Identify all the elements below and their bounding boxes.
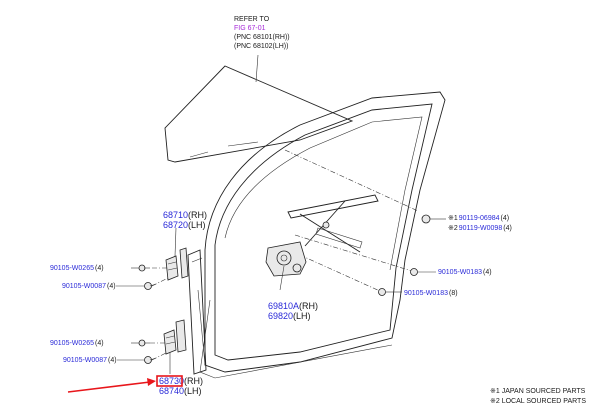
right-bolt-labels: ※190119-06984(4) ※290119-W0098(4) 90105-… [404,215,512,297]
bolt-icon [144,356,157,364]
refer-to-note: REFER TO FIG 67-01 (PNC 68101(RH)) (PNC … [234,16,290,50]
bolt-qty: (4) [501,215,510,222]
bolt-qty: (8) [449,290,458,297]
bolt-qty: (4) [95,340,104,347]
lh-suffix: (LH) [293,311,311,321]
svg-text:68740(LH): 68740(LH) [159,386,202,396]
mark-2: ※2 [448,225,458,232]
bolt-icon [138,264,150,272]
part-number-69820[interactable]: 69820 [268,311,293,321]
svg-text:90105-W0265(4): 90105-W0265(4) [50,265,104,272]
lower-hinge-label: 68730(RH) 68740(LH) [159,376,203,396]
bolt-icons [138,214,431,364]
red-arrow-icon [67,378,156,393]
refer-pnc-lh: (PNC 68102(LH)) [234,43,288,50]
hinge-pillar [187,249,207,375]
upper-hinge [165,247,189,281]
mark-1: ※1 [448,215,458,222]
bolt-part-upper-right-1[interactable]: 90119-06984 [459,215,500,222]
bolt-part-left-2[interactable]: 90105-W0087 [62,283,106,290]
bolt-part-right-mid[interactable]: 90105-W0183 [438,269,482,276]
svg-text:90105-W0265(4): 90105-W0265(4) [50,340,104,347]
glass-leader [255,54,259,83]
regulator-label: 69810A(RH) 69820(LH) [268,301,318,321]
refer-pnc-rh: (PNC 68101(RH)) [234,34,290,41]
bolt-qty: (4) [483,269,492,276]
rh-suffix: (RH) [299,301,318,311]
svg-text:90105-W0087(4): 90105-W0087(4) [62,283,116,290]
left-bolt-labels: 90105-W0265(4) 90105-W0087(4) 90105-W026… [50,265,117,364]
bolt-qty: (4) [503,225,512,232]
bolt-icon [138,339,150,347]
pillar-detail [191,257,203,263]
part-number-68720[interactable]: 68720 [163,220,188,230]
svg-text:90105-W0087(4): 90105-W0087(4) [63,357,117,364]
svg-text:68710(RH): 68710(RH) [163,210,207,220]
rh-suffix: (RH) [184,376,203,386]
refer-fig-link[interactable]: FIG 67-01 [234,25,266,32]
bolt-icon [410,268,418,276]
lh-suffix: (LH) [188,220,206,230]
bolt-qty: (4) [95,265,104,272]
legend-note-2: ※2 LOCAL SOURCED PARTS [490,398,586,405]
bolt-icon [144,282,157,290]
svg-text:90105-W0183(8): 90105-W0183(8) [404,290,458,297]
svg-text:※190119-06984(4): ※190119-06984(4) [448,215,509,222]
lh-suffix: (LH) [184,386,202,396]
legend-note-1: ※1 JAPAN SOURCED PARTS [490,388,586,395]
upper-hinge-label: 68710(RH) 68720(LH) [163,210,207,230]
legend: ※1 JAPAN SOURCED PARTS ※2 LOCAL SOURCED … [490,388,586,405]
bolt-part-right-low[interactable]: 90105-W0183 [404,290,448,297]
door-frame [197,91,446,379]
window-glass [164,65,354,163]
svg-text:68720(LH): 68720(LH) [163,220,206,230]
refer-to-line1: REFER TO [234,16,270,23]
bolt-icon [421,214,431,224]
svg-text:68730(RH): 68730(RH) [159,376,203,386]
part-number-68710[interactable]: 68710 [163,210,188,220]
bolt-icon [378,288,386,296]
bolt-part-left-1[interactable]: 90105-W0265 [50,265,94,272]
lower-hinge [163,319,187,355]
part-number-68740[interactable]: 68740 [159,386,184,396]
svg-text:69820(LH): 69820(LH) [268,311,311,321]
window-regulator [265,194,379,277]
bolt-part-upper-right-2[interactable]: 90119-W0098 [459,225,503,232]
part-number-68730[interactable]: 68730 [159,376,184,386]
bolt-leaders [116,218,446,361]
upper-hinge-leader [174,227,177,257]
svg-text:90105-W0183(4): 90105-W0183(4) [438,269,492,276]
bolt-part-left-3[interactable]: 90105-W0265 [50,340,94,347]
bolt-part-left-4[interactable]: 90105-W0087 [63,357,107,364]
highlight-box [156,375,183,387]
rh-suffix: (RH) [188,210,207,220]
svg-text:※290119-W0098(4): ※290119-W0098(4) [448,225,512,232]
svg-text:69810A(RH): 69810A(RH) [268,301,318,311]
bolt-qty: (4) [107,283,116,290]
part-number-69810a[interactable]: 69810A [268,301,299,311]
bolt-qty: (4) [108,357,117,364]
